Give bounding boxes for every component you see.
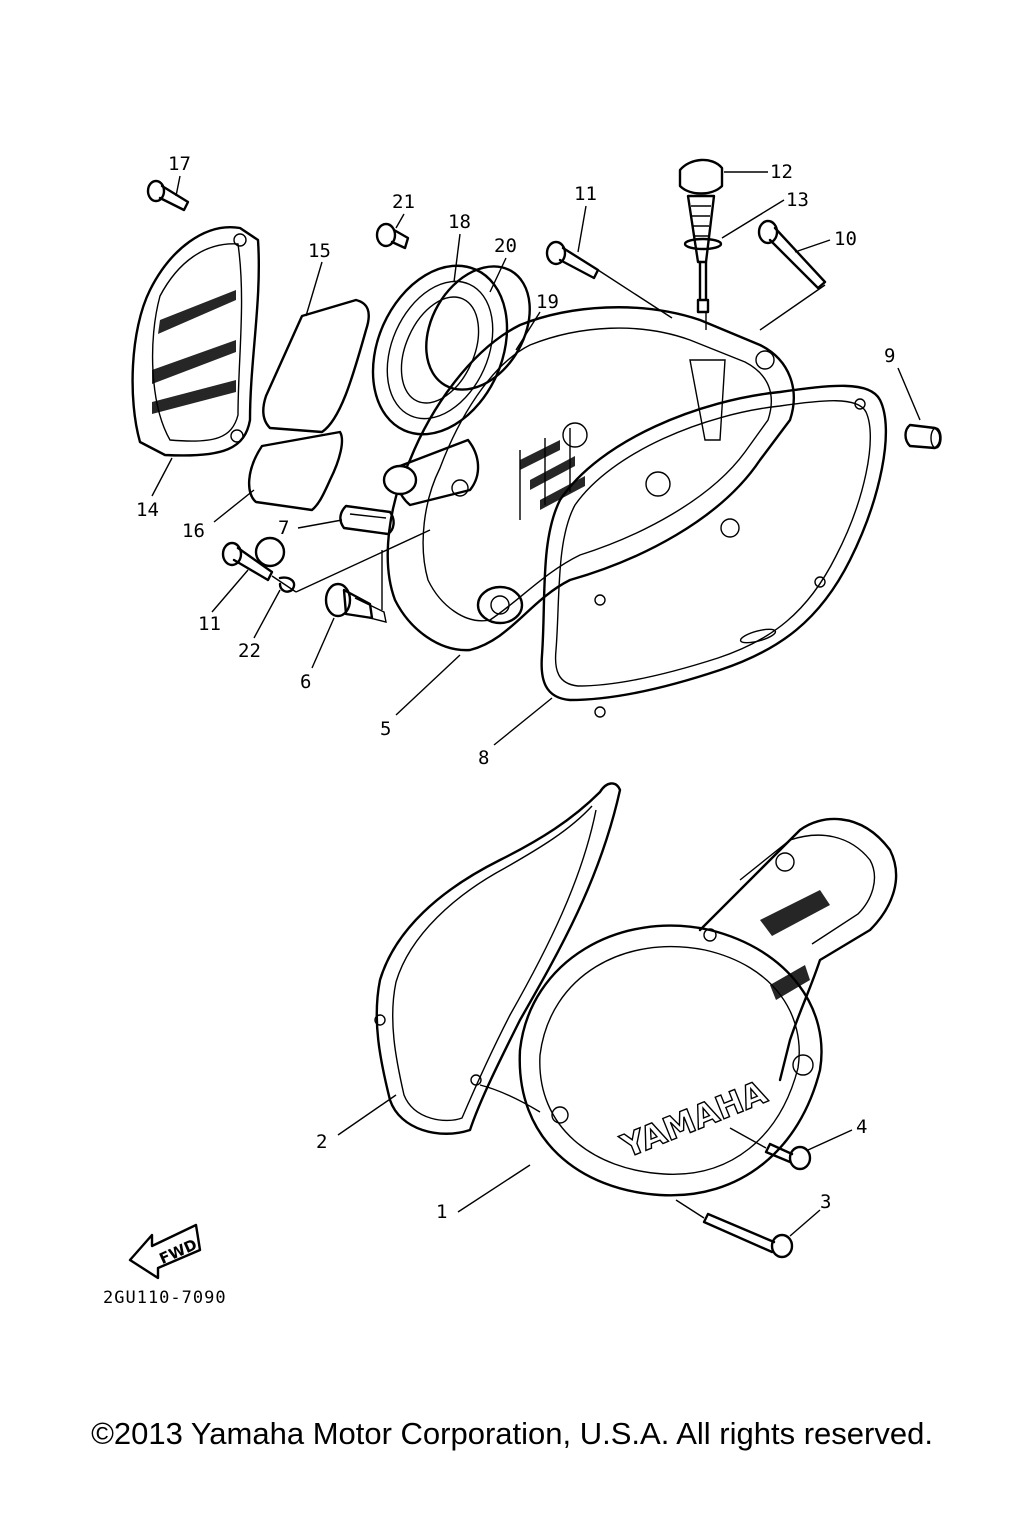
- cover-brand-text: YAMAHA: [615, 1073, 772, 1166]
- label-11-top: 11: [574, 183, 597, 205]
- part-17-bolt: [146, 179, 190, 212]
- part-15-plate: [262, 298, 370, 434]
- label-8: 8: [478, 747, 489, 769]
- label-19: 19: [536, 291, 559, 313]
- label-7: 7: [278, 517, 289, 539]
- part-3-bolt: [702, 1212, 794, 1259]
- fwd-arrow-icon: FWD: [128, 1223, 202, 1280]
- label-1: 1: [436, 1201, 447, 1223]
- label-4: 4: [856, 1116, 867, 1138]
- part-5-crankcase-cover: [382, 306, 795, 652]
- label-15: 15: [308, 240, 331, 262]
- part-11-bolt-left: [221, 541, 274, 582]
- label-11-left: 11: [198, 613, 221, 635]
- part-6-fitting: [324, 582, 387, 623]
- label-10: 10: [834, 228, 857, 250]
- part-20-ring: [425, 265, 531, 391]
- label-22: 22: [238, 640, 261, 662]
- label-6: 6: [300, 671, 311, 693]
- part-4-screw: [764, 1142, 812, 1171]
- part-8-gasket: [540, 384, 888, 718]
- part-13-o-ring: [683, 237, 723, 314]
- diagram-code: 2GU110-7090: [103, 1288, 227, 1308]
- label-5: 5: [380, 718, 391, 740]
- label-13: 13: [786, 189, 809, 211]
- label-18: 18: [448, 211, 471, 233]
- part-7-grommet: [339, 504, 395, 536]
- label-16: 16: [182, 520, 205, 542]
- part-10-bolt: [757, 219, 827, 290]
- part-16-plate: [247, 430, 344, 512]
- label-17: 17: [168, 153, 191, 175]
- part-number-labels: 1 2 3 4 5 6 7 8 9 10 11 11 12: [136, 153, 921, 1237]
- label-21: 21: [392, 191, 415, 213]
- part-9-plug: [904, 423, 942, 450]
- label-2: 2: [316, 1131, 327, 1153]
- part-2-gasket: [374, 782, 622, 1135]
- label-14: 14: [136, 499, 159, 521]
- part-18-ring: [371, 264, 509, 436]
- part-11-bolt-top: [545, 240, 600, 280]
- label-20: 20: [494, 235, 517, 257]
- label-3: 3: [820, 1191, 831, 1213]
- copyright-notice: ©2013 Yamaha Motor Corporation, U.S.A. A…: [91, 1416, 933, 1451]
- label-12: 12: [770, 161, 793, 183]
- label-9: 9: [884, 345, 895, 367]
- part-21-bolt: [375, 222, 410, 250]
- part-14-side-cover: [131, 225, 261, 457]
